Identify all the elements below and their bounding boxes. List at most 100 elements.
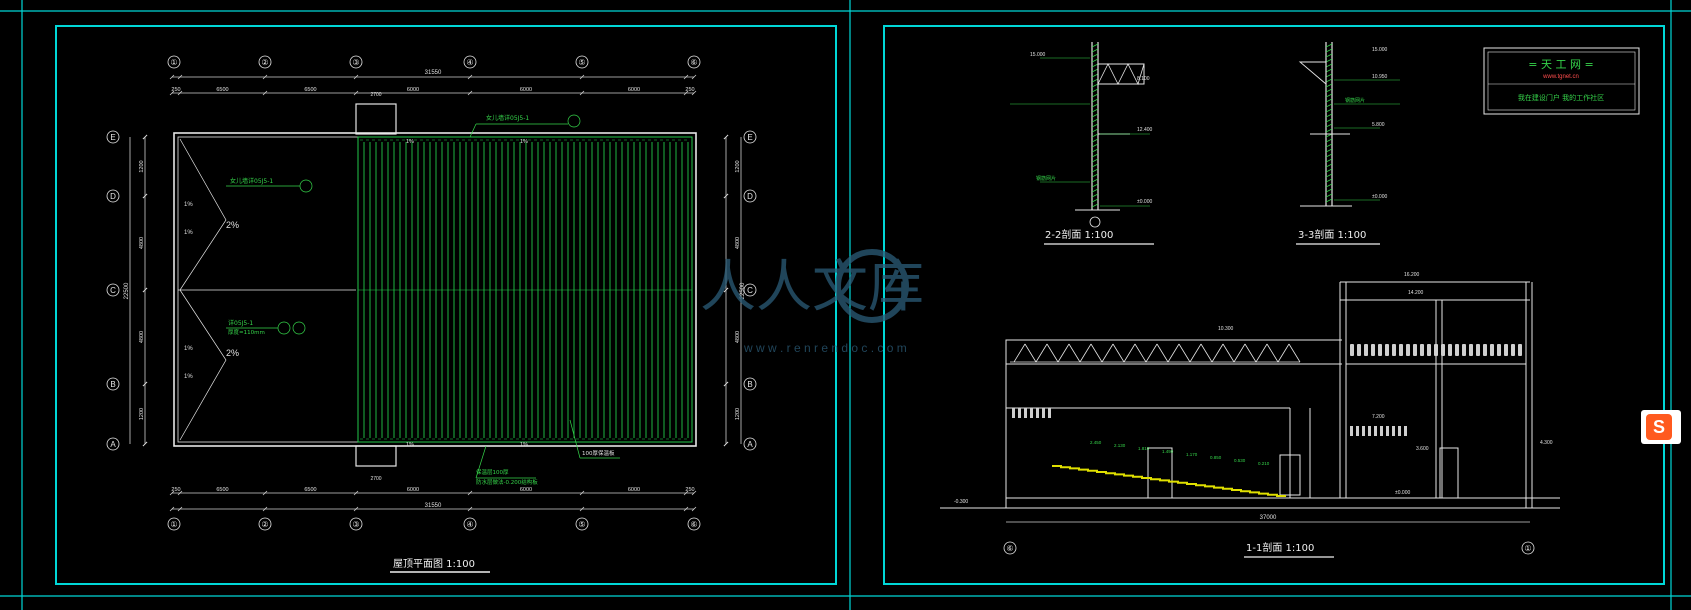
axis-top-5-label: ⑥ (690, 58, 697, 67)
dim-tick-h-2 (262, 90, 268, 96)
svg-text:16.200: 16.200 (1404, 272, 1420, 278)
wall-hatch-line (1091, 168, 1099, 173)
wall-hatch-line (1325, 193, 1333, 198)
sec11-louvers (1012, 344, 1522, 436)
wall-hatch-line (1325, 123, 1333, 128)
axis-left-3-circle (106, 377, 120, 391)
sec11-elevations: 16.200 14.200 10.300 7.200 3.600 4.300 ±… (954, 272, 1553, 505)
plan-dimension-texts: 2502506500650065006500600060006000600060… (139, 87, 741, 493)
note-insulation: 保温层100厚 (476, 468, 509, 476)
wall-hatch-line (1091, 78, 1099, 83)
wall-hatch-line (1325, 138, 1333, 143)
truss-web (1079, 343, 1092, 363)
dim-bottom-2: 6500 (304, 487, 316, 493)
wall-hatch-line (1091, 138, 1099, 143)
truss-web (1222, 343, 1235, 363)
wall-hatch-line (1325, 58, 1333, 63)
stamp-frame-outer (1483, 47, 1640, 115)
wall-hatch-line (1325, 118, 1333, 123)
truss-web (1024, 343, 1037, 363)
wall-hatch-line (1325, 108, 1333, 113)
axis-bottom-0-label: ① (170, 520, 177, 529)
axis-top-2-circle (349, 55, 363, 69)
axis-top-0-circle (167, 55, 181, 69)
truss-web (1145, 343, 1158, 363)
step-elev-5: 0.850 (1210, 455, 1222, 460)
wall-hatch-line (1091, 143, 1099, 148)
slope-label-2: 1% (184, 230, 193, 236)
louver-slat-high (1455, 344, 1459, 356)
louver-slat-mid (1356, 426, 1359, 436)
sec22-title: 2-2剖面 1:100 (1045, 228, 1113, 241)
sec22-leaders (1010, 57, 1150, 207)
axis-left-1-circle (106, 189, 120, 203)
louver-slat-mid (1350, 426, 1353, 436)
louver-slat-high (1434, 344, 1438, 356)
tgnet-stamp: = 天 工 网 = www.tgnet.cn 我在建设门户 我的工作社区 (1483, 47, 1640, 115)
louver-slat-high (1497, 344, 1501, 356)
axis-right-0-label: E (747, 133, 752, 142)
axis-bottom-5-label: ⑥ (690, 520, 697, 529)
section-2-2: 15.000 12.400 8.100 ±0.000 钢筋网片 2-2剖面 1:… (1010, 42, 1154, 245)
louver-slat-mid (1380, 426, 1383, 436)
louver-slat-mid (1374, 426, 1377, 436)
sec33-note: 钢筋网片 (1345, 97, 1365, 104)
louver-slat-low (1012, 408, 1015, 418)
side-badge[interactable]: S (1641, 410, 1681, 444)
axis-top-5-circle (687, 55, 701, 69)
wall-hatch-line (1325, 73, 1333, 78)
louver-slat-high (1441, 344, 1445, 356)
dim-bottom-6: 250 (685, 487, 694, 493)
wall-hatch-line (1325, 113, 1333, 118)
sec33-truss (1298, 61, 1327, 85)
wall-hatch-line (1091, 148, 1099, 153)
dim-tick-h-3 (353, 90, 359, 96)
dim-tick-vl-3 (142, 381, 148, 387)
axis-bottom-5-circle (687, 517, 701, 531)
dim-tick-h-1 (177, 74, 183, 80)
sec11-axis-right: ① (1524, 544, 1531, 553)
louver-slat-high (1518, 344, 1522, 356)
louver-slat-high (1385, 344, 1389, 356)
dim-tick-h-0 (169, 490, 175, 496)
sec33-title: 3-3剖面 1:100 (1298, 228, 1366, 241)
wall-hatch-line (1325, 158, 1333, 163)
wall-hatch-line (1325, 63, 1333, 68)
wall-hatch-line (1091, 118, 1099, 123)
wall-hatch-line (1091, 88, 1099, 93)
dim-tick-h-5 (579, 506, 585, 512)
axis-left-2-label: C (110, 286, 116, 295)
sec11-axis-right-bubble (1521, 541, 1535, 555)
axis-top-3-label: ④ (466, 58, 473, 67)
dim-tick-h-4 (467, 90, 473, 96)
stamp-frame-inner (1487, 51, 1636, 111)
wall-hatch-line (1091, 63, 1099, 68)
stair-tower-bottom (355, 445, 397, 467)
stamp-slogan: 我在建设门户 我的工作社区 (1518, 93, 1604, 102)
dim-left-0: 1200 (139, 160, 145, 172)
axis-top-1-label: ② (261, 58, 268, 67)
sec22-note: 钢筋网片 (1036, 175, 1056, 182)
axis-left-0-label: E (110, 133, 115, 142)
dim-tick-vl-4 (142, 441, 148, 447)
axis-left-1-label: D (110, 192, 116, 201)
sec22-truss-box (1097, 63, 1145, 85)
dim-left-2: 4800 (139, 331, 145, 343)
wall-hatch-line (1325, 173, 1333, 178)
sec11-title: 1-1剖面 1:100 (1246, 541, 1314, 554)
louver-slat-mid (1398, 426, 1401, 436)
wall-hatch-line (1325, 153, 1333, 158)
dim-right-0: 1200 (735, 160, 741, 172)
truss-web (1156, 343, 1169, 363)
axis-left-2-circle (106, 283, 120, 297)
slope-label-4: 1% (184, 374, 193, 380)
louver-slat-high (1371, 344, 1375, 356)
axis-top-4-label: ⑤ (578, 58, 585, 67)
dim-tick-h-2 (262, 490, 268, 496)
truss-web (1211, 343, 1224, 363)
sogou-icon[interactable] (1646, 414, 1672, 440)
wall-hatch-line (1325, 88, 1333, 93)
slope-label-1: 1% (184, 202, 193, 208)
